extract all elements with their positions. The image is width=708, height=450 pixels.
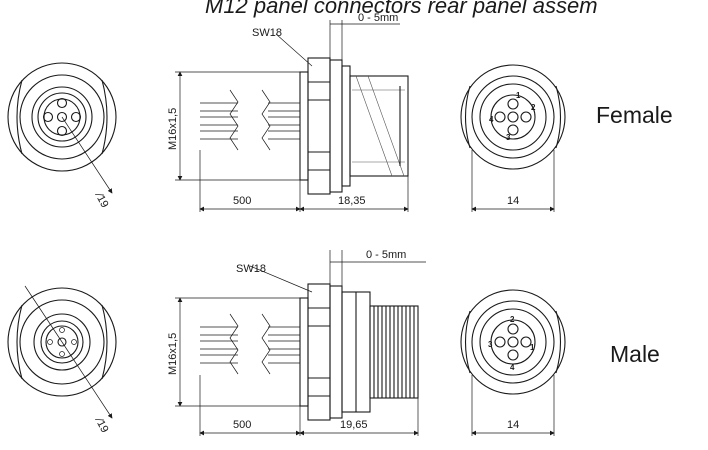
male-face-view: 1 2 3 4 14 [460,289,566,436]
male-label: Male [610,341,660,367]
male-pin-2: 2 [510,315,515,324]
female-row: ∕19 [7,12,673,212]
male-adjust-label: 0 - 5mm [366,249,406,261]
male-body-length: 19,65 [340,419,368,431]
male-face-width: 14 [507,419,519,431]
female-body-length: 18,35 [338,195,366,207]
female-adjust-label: 0 - 5mm [358,12,398,24]
female-face-width: 14 [507,195,519,207]
male-pin-1: 1 [530,343,535,352]
drawing-title: M12 panel connectors rear panel assem [205,0,598,18]
female-face-view: 1 2 3 4 14 [460,64,566,212]
male-side-view: SW18 0 - 5mm M16x1,5 500 19,65 [167,249,426,436]
male-pin-3: 3 [488,340,493,349]
male-wrench-label: SW18 [236,263,266,275]
female-thread-label: M16x1,5 [167,108,179,150]
female-label: Female [596,102,673,128]
male-row: ∕19 [7,249,660,436]
female-side-view: SW18 0 - 5mm M16x1,5 500 18,35 [167,12,409,212]
female-diameter-label: ∕19 [92,189,111,210]
female-wrench-label: SW18 [252,27,282,39]
female-pin-4: 4 [489,115,494,124]
male-thread-label: M16x1,5 [167,333,179,375]
female-front-view: ∕19 [7,62,117,210]
male-diameter-label: ∕19 [92,414,111,435]
male-front-view: ∕19 [7,285,117,435]
female-pin-1: 1 [516,91,521,100]
female-cable-length: 500 [233,195,251,207]
male-pin-4: 4 [510,363,515,372]
female-pin-2: 2 [531,103,536,112]
female-pin-3: 3 [506,133,511,142]
male-cable-length: 500 [233,419,251,431]
